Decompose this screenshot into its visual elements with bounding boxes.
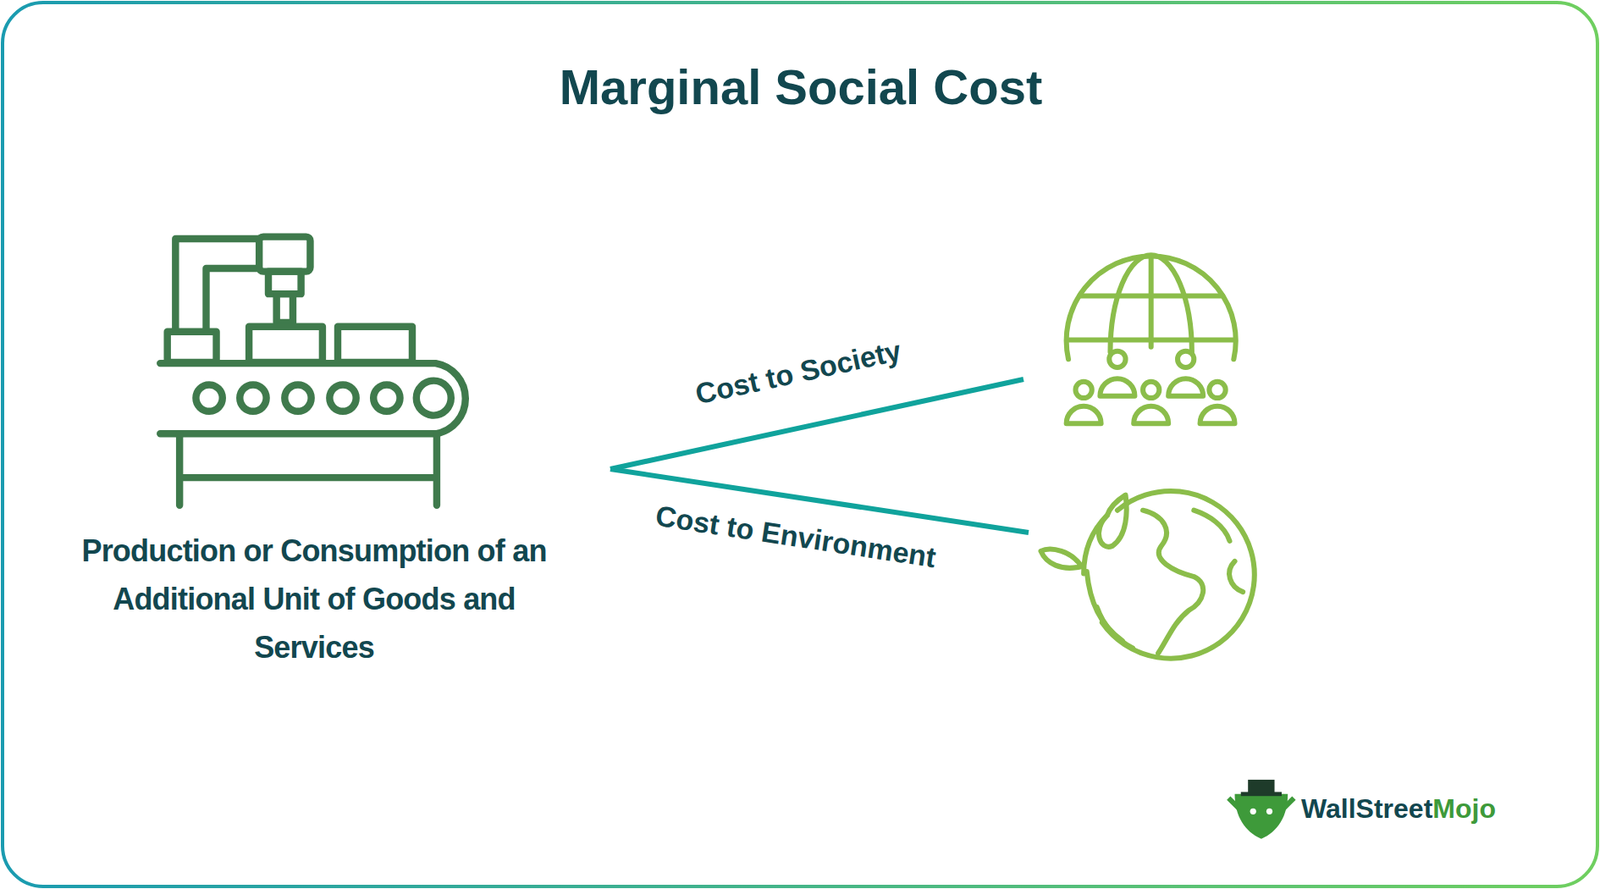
logo-mark [1228,779,1294,839]
line-label: Cost to Environment [653,499,938,575]
line-label: Cost to Society [692,334,905,412]
caption-node: Production or Consumption of an Addition… [60,526,569,672]
logo-text: Mojo [1432,793,1496,825]
caption-text: Production or Consumption of an Addition… [60,526,569,672]
cost-line [610,379,1024,469]
society-icon [1066,254,1236,424]
logo-text: WallStreet [1301,793,1433,825]
diagram-title: Marginal Social Cost [559,58,1043,116]
environment-icon [1041,491,1255,659]
factory-icon [160,237,466,506]
